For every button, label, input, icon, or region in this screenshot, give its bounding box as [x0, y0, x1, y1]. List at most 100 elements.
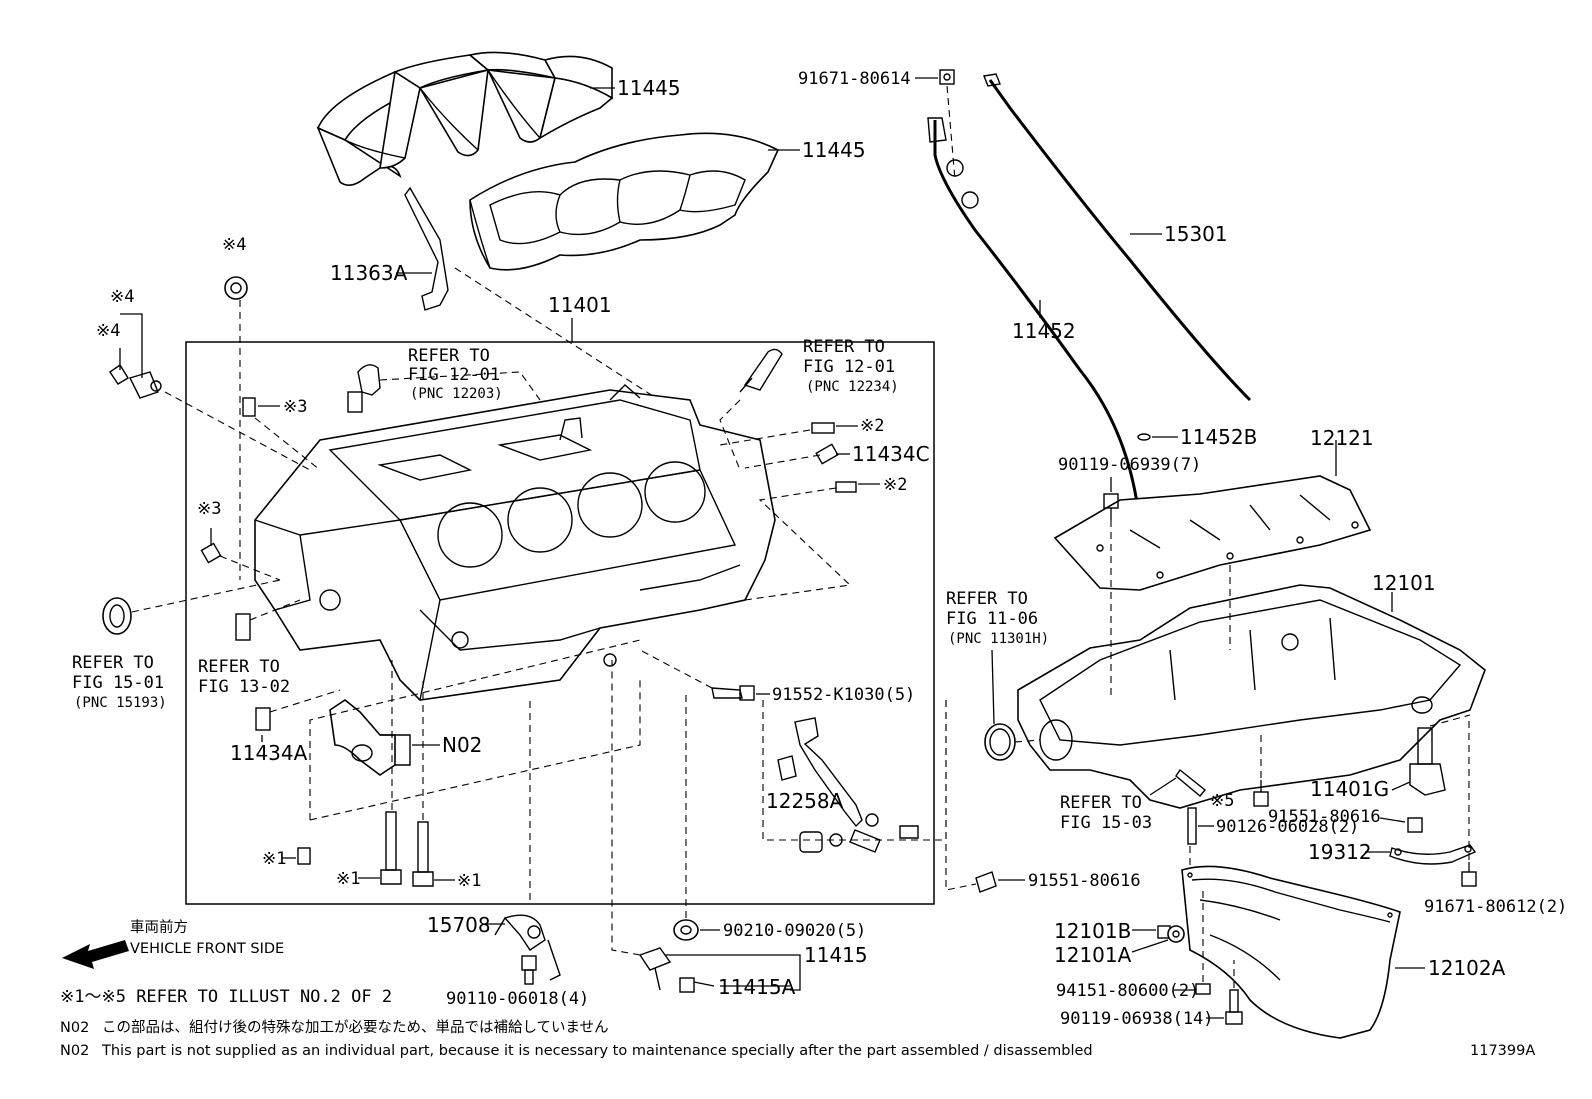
- label-91551-80616-a: 91551-80616: [1268, 807, 1381, 827]
- cylinder-block[interactable]: [254, 384, 776, 701]
- bolt-90110-06018[interactable]: [521, 955, 537, 985]
- ref-13-02-l2: FIG 13-02: [198, 677, 290, 697]
- label-15301: 15301: [1164, 222, 1228, 246]
- label-12101a: 12101A: [1054, 943, 1132, 967]
- washer-90210-09020[interactable]: [673, 919, 699, 941]
- mark-m4-top: ※4: [222, 235, 246, 255]
- ref-12234-l2: FIG 12-01: [803, 357, 895, 377]
- ref-15-03-l2: FIG 15-03: [1060, 813, 1152, 833]
- label-12121: 12121: [1310, 426, 1374, 450]
- o-ring-11301h[interactable]: [984, 723, 1016, 761]
- dowel-pin-m2-a[interactable]: [811, 422, 835, 434]
- mark-m1-b: ※1: [336, 869, 360, 889]
- gasket-12101a[interactable]: [1167, 925, 1185, 943]
- bolt-m3-b[interactable]: [200, 528, 222, 564]
- stud-15-03[interactable]: [1175, 768, 1206, 797]
- label-12258a: 12258A: [766, 789, 844, 813]
- bearing-cap-n02[interactable]: [329, 699, 411, 776]
- bolt-91551-80616-b[interactable]: [975, 871, 997, 893]
- label-15708: 15708: [427, 913, 491, 937]
- nut-94151-80600[interactable]: [1195, 983, 1211, 995]
- label-90119-06938: 90119-06938(14): [1060, 1009, 1214, 1029]
- pin-11434c[interactable]: [815, 443, 839, 465]
- label-90110-06018: 90110-06018(4): [446, 989, 589, 1009]
- rear-oil-seal[interactable]: [102, 597, 132, 635]
- label-11415: 11415: [804, 943, 868, 967]
- oil-pan-lower-12102a[interactable]: [1181, 865, 1401, 1039]
- bracket-19312[interactable]: [1389, 844, 1477, 865]
- bolt-m4[interactable]: [109, 364, 129, 385]
- label-12101b: 12101B: [1054, 919, 1131, 943]
- ref-15-03-l1: REFER TO: [1060, 793, 1142, 813]
- ref-11301h-l3: (PNC 11301H): [948, 631, 1049, 647]
- heat-insulator-lower[interactable]: [469, 132, 780, 271]
- pin-m1-a[interactable]: [297, 847, 311, 865]
- oil-jet-m4[interactable]: [224, 276, 248, 300]
- bolt-90119-06939[interactable]: [1103, 493, 1119, 520]
- bolt-90119-06938[interactable]: [1225, 989, 1243, 1025]
- sleeve-12258a[interactable]: [777, 755, 797, 781]
- mark-m5: ※5: [1210, 791, 1234, 811]
- knock-sensor[interactable]: [799, 825, 919, 853]
- dipstick-15301[interactable]: [983, 73, 1252, 402]
- heat-insulator-upper[interactable]: [316, 51, 614, 186]
- dowel-pin-m2-b[interactable]: [835, 481, 857, 493]
- label-11415a: 11415A: [718, 975, 796, 999]
- bolt-11415a[interactable]: [679, 977, 715, 993]
- label-91552-k1030: 91552-K1030(5): [772, 685, 915, 705]
- sensor-12203[interactable]: [347, 364, 381, 413]
- baffle-plate-12121[interactable]: [1053, 475, 1372, 591]
- direction-en: VEHICLE FRONT SIDE: [130, 941, 284, 957]
- label-n02: N02: [442, 733, 482, 757]
- label-11363a: 11363A: [330, 261, 408, 285]
- label-12102a: 12102A: [1428, 956, 1506, 980]
- ref-12234-l3: (PNC 12234): [806, 379, 899, 395]
- oil-pump-11401g[interactable]: [1409, 727, 1446, 796]
- mark-m1-c: ※1: [457, 871, 481, 891]
- note-n02-jp-text: この部品は、組付け後の特殊な加工が必要なため、単品では補給していません: [102, 1019, 609, 1036]
- bolt-91551-80616-a[interactable]: [1407, 817, 1423, 833]
- vehicle-front-arrow-icon: [62, 940, 129, 969]
- ref-12234-l1: REFER TO: [803, 337, 885, 357]
- ref-13-02-l1: REFER TO: [198, 657, 280, 677]
- label-11445-lower: 11445: [802, 138, 866, 162]
- union-m4[interactable]: [129, 371, 162, 399]
- mark-m4-a: ※4: [110, 287, 134, 307]
- note-illust-reference: ※1～※5 REFER TO ILLUST NO.2 OF 2: [60, 987, 392, 1007]
- direction-jp: 車両前方: [130, 919, 188, 936]
- ref-15193-l2: FIG 15-01: [72, 673, 164, 693]
- note-n02-en-code: N02: [60, 1043, 89, 1059]
- label-11452b: 11452B: [1180, 425, 1257, 449]
- mark-m3-a: ※3: [283, 397, 307, 417]
- o-ring-11452b[interactable]: [1137, 433, 1151, 441]
- bolt-91671-80614[interactable]: [939, 69, 955, 85]
- bolt-91671-80612[interactable]: [1461, 862, 1477, 887]
- label-11401: 11401: [548, 293, 612, 317]
- mark-m2-a: ※2: [860, 416, 884, 436]
- bracket-11363a[interactable]: [404, 186, 449, 311]
- label-11434c: 11434C: [852, 442, 930, 466]
- ref-12203-l3: (PNC 12203): [410, 386, 503, 402]
- knock-sensor-bracket[interactable]: [794, 717, 879, 828]
- oil-jet-11415[interactable]: [638, 947, 672, 991]
- label-19312: 19312: [1308, 840, 1372, 864]
- label-11452: 11452: [1012, 319, 1076, 343]
- stud-90126-06028[interactable]: [1187, 807, 1197, 845]
- mark-m4-b: ※4: [96, 321, 120, 341]
- bracket-15708[interactable]: [494, 914, 561, 981]
- bolt-91552-k1030[interactable]: [711, 685, 755, 701]
- label-90126-06028: 90126-06028(2): [1216, 817, 1359, 837]
- note-n02-jp-code: N02: [60, 1020, 89, 1036]
- mark-m1-a: ※1: [262, 849, 286, 869]
- pin-m3-a[interactable]: [242, 397, 256, 417]
- sensor-12234[interactable]: [739, 348, 783, 393]
- pin-11434a[interactable]: [255, 707, 271, 731]
- ref-12203-l1: REFER TO: [408, 346, 490, 366]
- label-12101: 12101: [1372, 571, 1436, 595]
- bolt-m1-b[interactable]: [380, 811, 402, 885]
- bolt-m5[interactable]: [1253, 780, 1269, 807]
- oil-pan-upper-12101[interactable]: [1017, 584, 1486, 809]
- pin-13-02[interactable]: [235, 613, 251, 641]
- bolt-m1-c[interactable]: [412, 821, 434, 887]
